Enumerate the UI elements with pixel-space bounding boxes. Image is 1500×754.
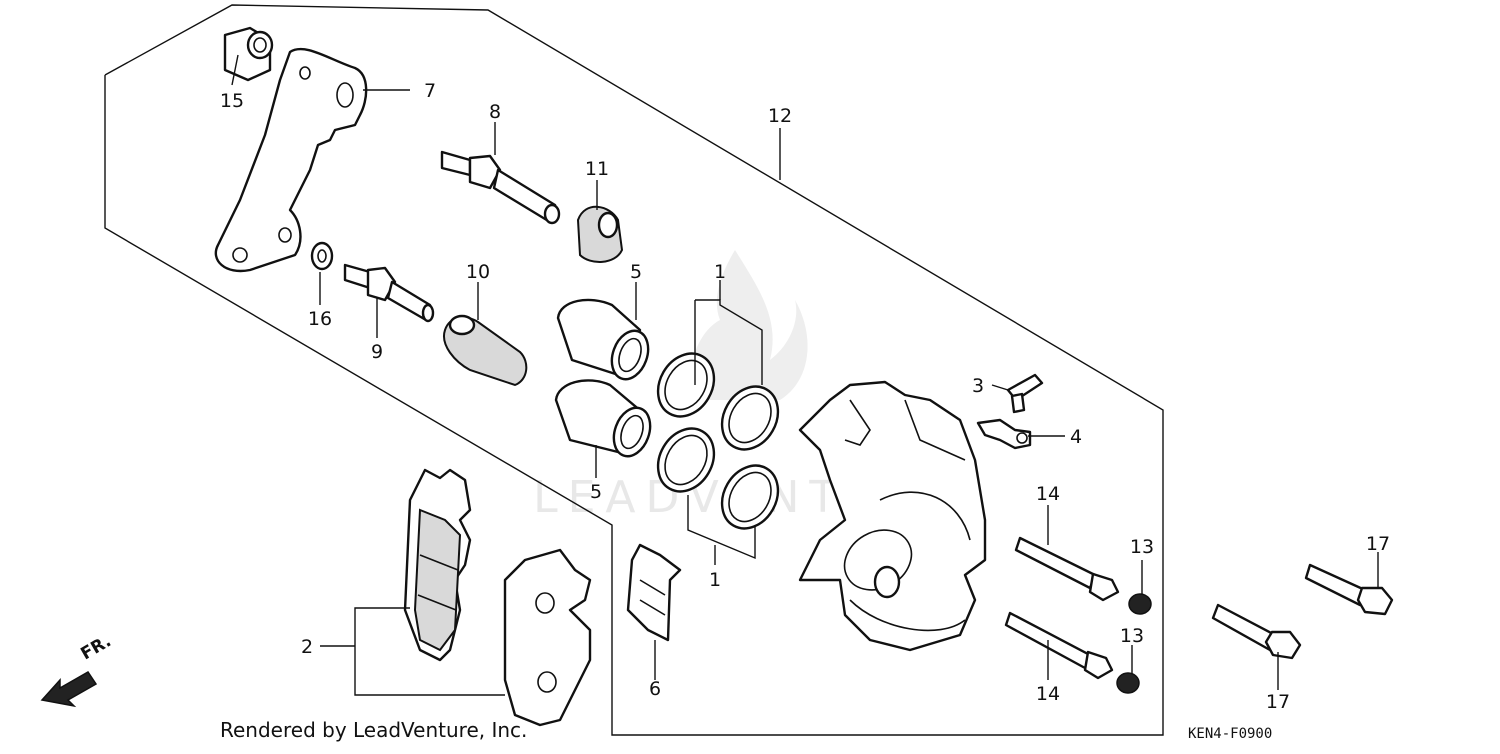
washer-part-16 [310, 241, 334, 271]
piston-part-5-lower [554, 379, 652, 458]
seal-part-1-b [720, 385, 780, 451]
callout-15: 15 [220, 90, 244, 112]
diagram-code: KEN4-F0900 [1188, 726, 1272, 742]
boot-part-10 [443, 314, 528, 387]
callout-17-bottom: 17 [1266, 691, 1290, 713]
caliper-body [798, 380, 987, 652]
front-direction-arrow: FR. [40, 631, 115, 708]
callout-5-top: 5 [630, 261, 642, 283]
callout-7: 7 [424, 80, 436, 102]
callout-14-top: 14 [1036, 483, 1060, 505]
callout-5-bottom: 5 [590, 481, 602, 503]
collar-part-15 [223, 26, 274, 82]
pin-bolt-part-9 [343, 263, 435, 323]
fr-label: FR. [78, 631, 115, 664]
callout-12: 12 [768, 105, 792, 127]
seal-part-1-c [656, 427, 716, 493]
callout-1-top: 1 [714, 261, 726, 283]
callout-4: 4 [1070, 426, 1082, 448]
callout-11: 11 [585, 158, 609, 180]
seal-part-1-d [720, 464, 780, 530]
plug-part-13-upper [1128, 593, 1152, 615]
pin-bolt-part-8 [440, 150, 561, 225]
bracket-part-7 [214, 47, 368, 273]
brake-pad-part-2-a [403, 468, 472, 662]
pin-part-14-lower [1004, 611, 1114, 680]
callout-13-top: 13 [1130, 536, 1154, 558]
callout-8: 8 [489, 101, 501, 123]
callout-14-bottom: 14 [1036, 683, 1060, 705]
callouts: 15 7 8 11 12 10 5 1 16 9 3 4 5 14 13 17 … [220, 80, 1390, 713]
callout-6: 6 [649, 678, 661, 700]
bolt-part-17-upper [1304, 563, 1394, 616]
assembly-outline [104, 4, 1164, 736]
callout-13-bottom: 13 [1120, 625, 1144, 647]
plug-part-13-lower [1116, 672, 1140, 694]
callout-1-bottom: 1 [709, 569, 721, 591]
callout-16: 16 [308, 308, 332, 330]
callout-10: 10 [466, 261, 490, 283]
leader-lines [231, 54, 1379, 696]
pad-spring-part-6 [626, 543, 682, 642]
boot-part-11 [576, 205, 624, 263]
pin-part-14-upper [1014, 536, 1120, 602]
bolt-part-17-lower [1211, 603, 1302, 660]
seal-part-1-a [656, 352, 716, 418]
callout-9: 9 [371, 341, 383, 363]
callout-17-top: 17 [1366, 533, 1390, 555]
callout-3: 3 [972, 375, 984, 397]
piston-part-5-upper [556, 298, 650, 381]
credit-text: Rendered by LeadVenture, Inc. [220, 718, 527, 742]
bleeder-part-3 [1006, 373, 1044, 414]
callout-2: 2 [301, 636, 313, 658]
bleeder-cap-part-4 [976, 418, 1032, 450]
brake-pad-part-2-b [503, 548, 592, 727]
